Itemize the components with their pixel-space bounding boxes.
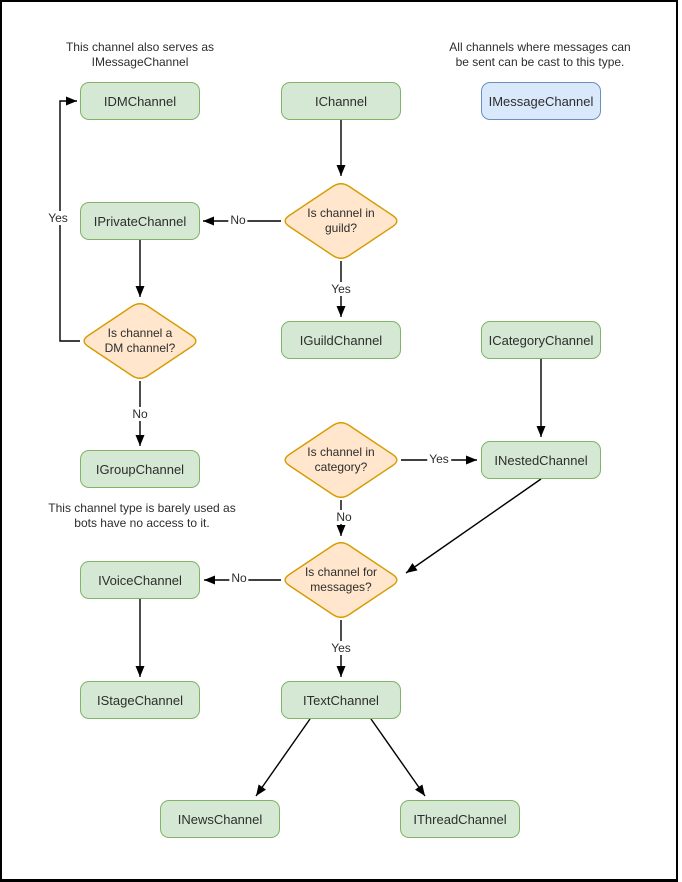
node-icategorychannel: ICategoryChannel — [481, 321, 601, 359]
decision-shape-q-dm — [83, 303, 197, 379]
node-igroupchannel: IGroupChannel — [80, 450, 200, 488]
decision-label-q-dm: Is channel a DM channel? — [104, 326, 176, 355]
edge-inestedchannel-to-q-messages — [405, 478, 542, 574]
decision-shape-q-category — [284, 422, 398, 498]
node-istagechannel: IStageChannel — [80, 681, 200, 719]
node-iguildchannel: IGuildChannel — [281, 321, 401, 359]
edge-label-q-category-to-inestedchannel: Yes — [427, 452, 451, 466]
edge-label-q-messages-to-ivoicechannel: No — [229, 571, 249, 585]
edge-itextchannel-to-inewschannel — [255, 718, 311, 797]
node-ivoicechannel: IVoiceChannel — [80, 561, 200, 599]
edge-itextchannel-to-ithreadchannel — [370, 718, 426, 797]
node-ichannel: IChannel — [281, 82, 401, 120]
note-groupchannel: This channel type is barely used as bots… — [48, 501, 236, 530]
node-idmchannel: IDMChannel — [80, 82, 200, 120]
decision-label-q-messages: Is channel for messages? — [304, 565, 378, 594]
node-inestedchannel: INestedChannel — [481, 441, 601, 479]
edge-label-q-dm-to-igroupchannel: No — [130, 407, 150, 421]
edge-label-q-messages-to-itextchannel: Yes — [329, 641, 353, 655]
decision-shape-q-messages — [284, 542, 398, 618]
edge-label-q-category-to-q-messages: No — [334, 510, 354, 524]
edge-label-q-dm-to-idmchannel: Yes — [46, 211, 70, 225]
node-itextchannel: ITextChannel — [281, 681, 401, 719]
decision-shape-q-guild — [284, 183, 398, 259]
note-messagecast: All channels where messages can be sent … — [449, 40, 631, 69]
edge-label-q-guild-to-iguildchannel: Yes — [329, 282, 353, 296]
node-inewschannel: INewsChannel — [160, 800, 280, 838]
edge-label-q-guild-to-iprivatechannel: No — [228, 213, 248, 227]
decision-label-q-guild: Is channel in guild? — [307, 206, 375, 235]
note-dmchannel: This channel also serves as IMessageChan… — [65, 40, 215, 69]
node-imessagechannel: IMessageChannel — [481, 82, 601, 120]
node-ithreadchannel: IThreadChannel — [400, 800, 520, 838]
node-iprivatechannel: IPrivateChannel — [80, 202, 200, 240]
decision-label-q-category: Is channel in category? — [307, 445, 375, 474]
